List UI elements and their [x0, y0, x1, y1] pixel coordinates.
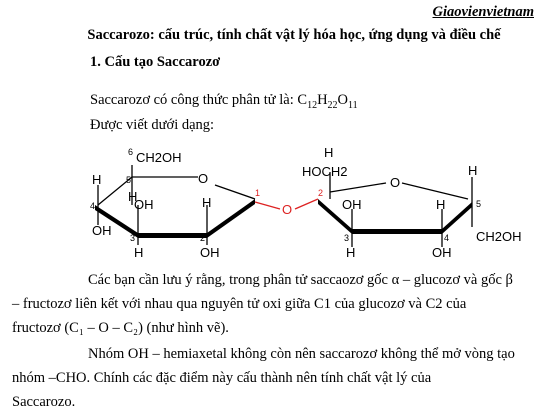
formula-prefix: Saccarozơ có công thức phân tử là:	[90, 92, 298, 108]
written-form-line: Được viết dưới dạng:	[90, 117, 215, 133]
paragraph-line: Nhóm OH – hemiaxetal không còn nên sacca…	[88, 346, 515, 362]
label-oh-c3-fructose: OH	[342, 197, 362, 212]
label-three-fructose: 3	[344, 233, 349, 243]
page-title: Saccarozo: cấu trúc, tính chất vật lý hó…	[87, 27, 501, 43]
bridge-bond-right	[294, 198, 319, 210]
label-o-ring2: O	[390, 175, 400, 190]
formula-h-count: 22	[327, 99, 338, 111]
label-h-c2: H	[202, 195, 211, 210]
label-h-c5-fructose: H	[468, 163, 477, 178]
formula-h: H	[317, 92, 328, 108]
label-o-ring1: O	[198, 171, 208, 186]
formula-o: O	[337, 92, 349, 108]
label-h-c3-fructose: H	[346, 245, 355, 259]
site-watermark: Giaovienvietnam	[432, 4, 535, 20]
label-red-one: 1	[255, 188, 260, 198]
label-five-fructose: 5	[476, 199, 481, 209]
section-heading: 1. Cấu tạo Saccarozơ	[90, 54, 221, 70]
formula-line: Saccarozơ có công thức phân tử là: C12H2…	[90, 91, 358, 115]
label-six: 6	[128, 147, 133, 157]
label-ch2oh-right: CH2OH	[476, 229, 522, 244]
label-oh-c3: OH	[134, 197, 154, 212]
paragraph-hemiacetal: Nhóm OH – hemiaxetal không còn nên sacca…	[12, 342, 534, 414]
label-oh-c2: OH	[200, 245, 220, 259]
paragraph-line: nhóm –CHO. Chính các đặc điểm này cấu th…	[12, 370, 432, 386]
paragraph-line: – fructozơ liên kết với nhau qua nguyên …	[12, 296, 467, 312]
formula-o-count: 11	[348, 99, 358, 111]
label-hoch2: HOCH2	[302, 164, 348, 179]
label-h-c4-fructose: H	[436, 197, 445, 212]
fructose-ring-o-right	[401, 182, 469, 200]
fructose-ring-bold-right	[442, 202, 472, 234]
paragraph-line: Các bạn cần lưu ý rằng, trong phân tử sa…	[88, 272, 513, 288]
label-two: 2	[200, 233, 205, 243]
sucrose-structure: CH2OH 6 5 O H 4 OH H OH 3 H H 2 OH 1 O 2…	[90, 145, 522, 259]
formula-c: C	[297, 92, 308, 108]
fructose-ring-bold-left	[318, 199, 352, 234]
label-h-c4-top: H	[92, 172, 101, 187]
label-h-c5: H	[128, 189, 137, 204]
formula-c-count: 12	[307, 99, 318, 111]
label-three: 3	[130, 233, 135, 243]
label-red-two: 2	[318, 188, 323, 198]
paragraph-line: fructozơ (C₁ – O – C₂) (như hình vẽ).	[12, 320, 229, 336]
fructose-ring-bold-bottom	[352, 229, 442, 234]
label-four: 4	[90, 201, 95, 211]
glucose-ring-o-bond	[214, 184, 256, 200]
glucose-ring-bold-right	[207, 199, 255, 238]
label-five: 5	[126, 175, 131, 185]
fructose-ring-o-left	[329, 182, 387, 193]
label-h-c2-fructose: H	[324, 145, 333, 160]
glucose-ring-bold-left	[95, 205, 138, 238]
label-four-fructose: 4	[444, 233, 449, 243]
label-oh-c4: OH	[92, 223, 112, 238]
label-oh-c4-fructose: OH	[432, 245, 452, 259]
paragraph-line: Saccarozo.	[12, 394, 76, 410]
paragraph-glycosidic-bond: Các bạn cần lưu ý rằng, trong phân tử sa…	[12, 268, 534, 340]
glucose-ring-bold-bottom	[138, 233, 207, 238]
label-ch2oh-top: CH2OH	[136, 150, 182, 165]
glucose-ring-left-bond	[97, 176, 133, 206]
label-o-bridge: O	[282, 202, 292, 217]
label-h-c3: H	[134, 245, 143, 259]
bridge-bond-left	[254, 201, 281, 210]
